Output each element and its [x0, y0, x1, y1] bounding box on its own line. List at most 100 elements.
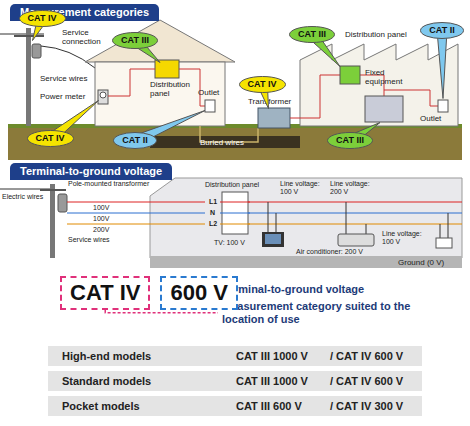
table-row — [48, 371, 422, 391]
panel-bus — [220, 202, 250, 203]
label: Outlet — [198, 88, 219, 97]
label: N — [209, 209, 216, 217]
line-n — [248, 213, 462, 214]
callout-ellipse — [19, 10, 65, 26]
category-text: CAT IV — [248, 79, 277, 90]
category-callout: CAT III — [327, 132, 373, 149]
wire-l1 — [67, 202, 205, 203]
category-callout: CAT IV — [19, 10, 66, 27]
label: Fixed equipment — [365, 68, 413, 86]
label: / CAT IV 600 V — [330, 350, 403, 363]
callout-ellipse — [27, 130, 73, 146]
category-text: CAT IV — [28, 13, 57, 24]
category-text: CAT IV — [70, 280, 140, 306]
legend-box: 600 V — [160, 276, 238, 310]
pole-transformer — [32, 44, 41, 58]
label: Transformer — [248, 97, 291, 106]
table-row — [48, 346, 422, 366]
label: Service connection — [62, 28, 106, 46]
callout-ellipse — [113, 32, 158, 48]
label: Line voltage: 100 V — [382, 230, 432, 246]
crossarm — [40, 189, 66, 191]
label: 100V — [92, 204, 110, 212]
outlet — [438, 100, 448, 112]
tv — [262, 232, 284, 247]
label: Distribution panel — [345, 30, 407, 39]
crossarm — [14, 35, 44, 37]
ground-band — [150, 256, 462, 268]
category-callout: CAT IV — [27, 130, 74, 147]
ac-wires — [346, 202, 366, 234]
power-meter — [98, 90, 108, 104]
category-callout: CAT IV — [239, 76, 286, 93]
label: TV: 100 V — [214, 239, 245, 247]
line-l2 — [248, 224, 462, 225]
category-text: CAT III — [121, 35, 149, 46]
category-callout: CAT III — [289, 26, 335, 43]
section-heading: Terminal-to-ground voltage — [10, 163, 172, 180]
heading-text: Terminal-to-ground voltage — [20, 165, 162, 178]
outlet-wires — [440, 213, 448, 238]
label: Service wires — [68, 236, 110, 244]
label: Measurement category suited to the locat… — [222, 300, 422, 325]
category-callout: CAT II — [420, 22, 464, 39]
ground — [8, 126, 462, 160]
callout-ellipse — [290, 26, 335, 42]
factory-wiring — [290, 75, 438, 118]
distribution-panel — [340, 66, 360, 84]
label: Buried wires — [200, 138, 244, 147]
wire-l2 — [67, 224, 205, 225]
label: L2 — [208, 220, 218, 228]
label: CAT III 600 V — [236, 400, 302, 413]
tv-wires — [268, 202, 276, 232]
label: Air conditioner: 200 V — [296, 248, 363, 256]
label: / CAT IV 600 V — [330, 375, 403, 388]
category-text: CAT II — [122, 135, 148, 146]
category-text: 600 V — [170, 280, 228, 306]
outlet — [436, 238, 452, 248]
table-row — [48, 396, 422, 416]
label: CAT III 1000 V — [236, 350, 308, 363]
label: Ground (0 V) — [398, 258, 444, 267]
transformer — [258, 108, 290, 128]
fixed-equipment — [365, 96, 403, 122]
label: Line voltage: 100 V — [280, 180, 326, 196]
label: Electric wires — [2, 193, 43, 201]
air-conditioner — [338, 234, 374, 246]
label: 200V — [92, 226, 110, 234]
label: L1 — [208, 198, 218, 206]
label: CAT III 1000 V — [236, 375, 308, 388]
label: Outlet — [420, 114, 441, 123]
label: Pocket models — [62, 400, 140, 413]
tv-screen — [265, 234, 281, 244]
wire-n — [67, 213, 205, 214]
house — [150, 178, 462, 258]
outlet — [205, 100, 215, 112]
category-callout: CAT II — [113, 132, 157, 149]
label: Pole-mounted transformer — [68, 180, 149, 188]
pole-transformer — [58, 194, 67, 212]
callout-ellipse — [421, 22, 464, 38]
category-text: CAT II — [429, 25, 455, 36]
meter-dial — [100, 92, 106, 98]
line-l1 — [248, 202, 462, 203]
pole — [50, 184, 55, 258]
label: / CAT IV 300 V — [330, 400, 403, 413]
electric-wire — [0, 34, 44, 35]
callout-ellipse — [114, 132, 157, 148]
panel-bus — [220, 213, 250, 214]
service-wire — [41, 46, 95, 68]
legend-box: CAT IV — [60, 276, 150, 310]
label: Standard models — [62, 375, 151, 388]
label: High-end models — [62, 350, 151, 363]
callout-ellipse — [239, 76, 285, 92]
distribution-panel — [155, 60, 179, 78]
label: Distribution panel — [205, 181, 259, 189]
factory — [300, 44, 458, 126]
pole — [26, 28, 31, 126]
category-text: CAT III — [298, 29, 326, 40]
category-callout: CAT III — [112, 32, 158, 49]
